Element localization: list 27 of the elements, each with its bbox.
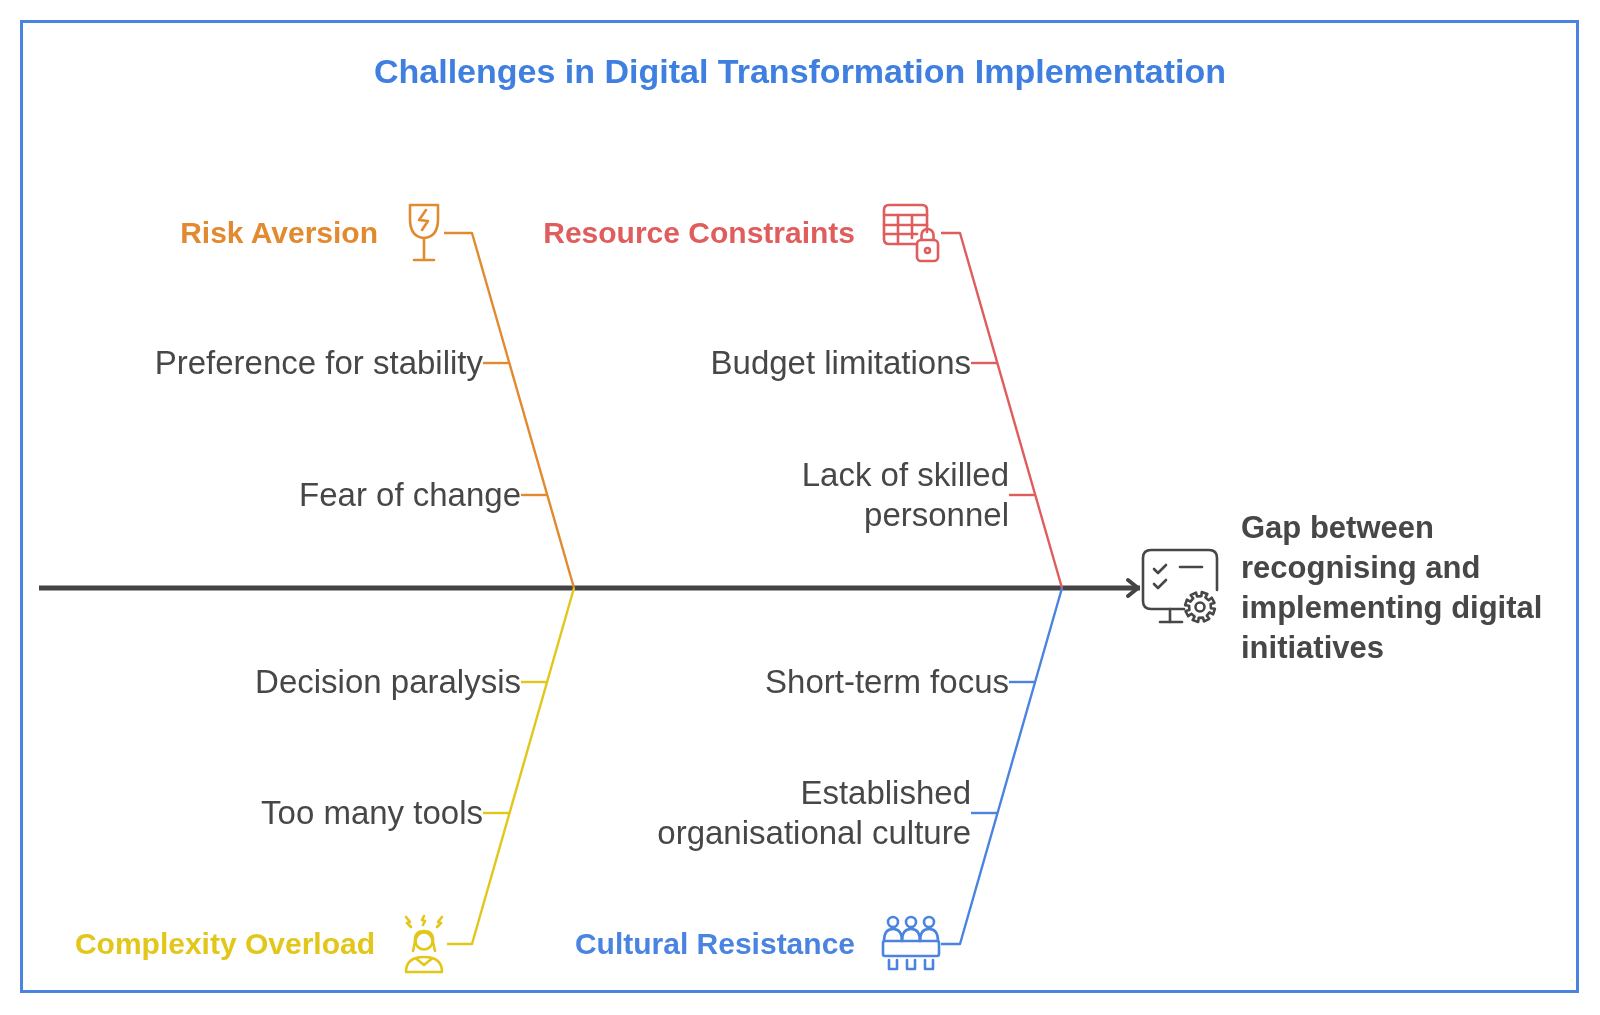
- cause-label: Fear of change: [299, 475, 521, 515]
- tick-line: [971, 811, 997, 815]
- cause-label: Budget limitations: [710, 343, 971, 383]
- bone-line: [941, 587, 1064, 946]
- tick-line: [483, 811, 509, 815]
- bone-line: [444, 231, 576, 589]
- bone-line: [447, 587, 576, 946]
- effect-label: Gap between recognising and implementing digital initiatives: [1241, 509, 1544, 667]
- diagram-title: Challenges in Digital Transformation Implementation: [374, 51, 1226, 91]
- bone-line: [941, 231, 1064, 589]
- category-label: Resource Constraints: [543, 215, 855, 251]
- spine-arrow: [39, 578, 1140, 598]
- category-label: Risk Aversion: [180, 215, 378, 251]
- tick-line: [521, 493, 547, 497]
- tick-line: [971, 361, 997, 365]
- category-label: Cultural Resistance: [574, 926, 855, 962]
- category-label: Complexity Overload: [74, 926, 375, 962]
- tick-line: [483, 361, 509, 365]
- cause-label: Too many tools: [261, 793, 483, 833]
- cause-label: Preference for stability: [154, 343, 483, 383]
- cause-label: Lack of skilled personnel: [800, 455, 1009, 535]
- tick-line: [1009, 680, 1035, 684]
- tick-line: [521, 680, 547, 684]
- cause-label: Short-term focus: [765, 662, 1009, 702]
- cause-label: Decision paralysis: [255, 662, 521, 702]
- tick-line: [1009, 493, 1035, 497]
- cause-label: Established organisational culture: [656, 773, 971, 853]
